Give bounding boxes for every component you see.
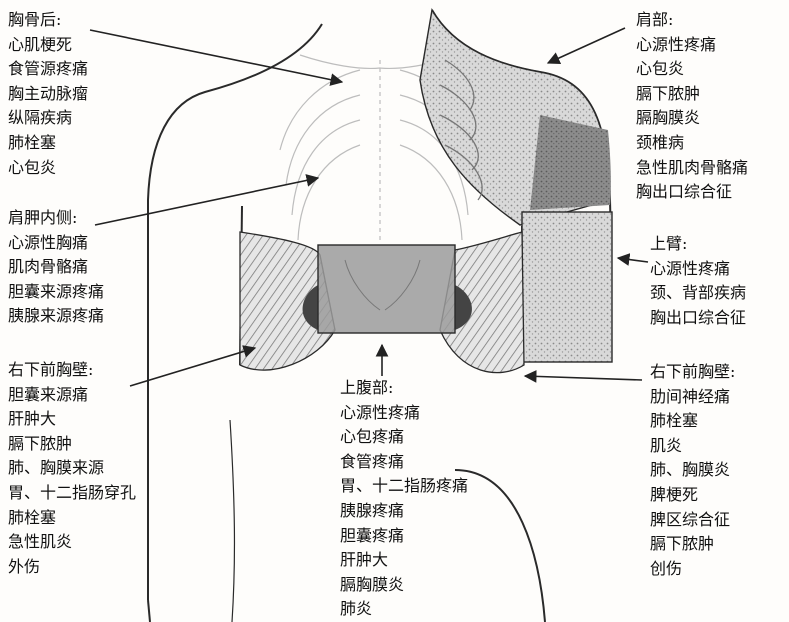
list-item: 肺栓塞 (8, 131, 88, 156)
list-item: 急性肌炎 (8, 530, 136, 555)
medial-scapula-title: 肩胛内侧: (8, 206, 104, 231)
list-item: 肺栓塞 (8, 506, 136, 531)
list-item: 脾区综合征 (650, 508, 735, 533)
list-item: 膈胸膜炎 (340, 573, 468, 598)
list-item: 心源性疼痛 (636, 33, 748, 58)
right-lower-chest-block: 右下前胸壁: 胆囊来源痛 肝肿大 膈下脓肿 肺、胸膜来源 胃、十二指肠穿孔 肺栓… (8, 358, 136, 579)
list-item: 食管疼痛 (340, 450, 468, 475)
upper-arm-block: 上臂: 心源性疼痛 颈、背部疾病 胸出口综合征 (650, 232, 746, 330)
list-item: 膈下脓肿 (650, 532, 735, 557)
shoulder-title: 肩部: (636, 8, 748, 33)
list-item: 创伤 (650, 557, 735, 582)
list-item: 心源性疼痛 (650, 257, 746, 282)
list-item: 肝肿大 (8, 407, 136, 432)
medial-scapula-block: 肩胛内侧: 心源性胸痛 肌肉骨骼痛 胆囊来源疼痛 胰腺来源疼痛 (8, 206, 104, 329)
list-item: 肝肿大 (340, 548, 468, 573)
list-item: 胆囊来源疼痛 (8, 280, 104, 305)
list-item: 胃、十二指肠疼痛 (340, 474, 468, 499)
list-item: 脾梗死 (650, 483, 735, 508)
list-item: 胆囊疼痛 (340, 524, 468, 549)
list-item: 心包疼痛 (340, 425, 468, 450)
shoulder-shading (420, 10, 611, 225)
list-item: 胸出口综合征 (636, 180, 748, 205)
right-lower-chest-title: 右下前胸壁: (8, 358, 136, 383)
retrosternal-title: 胸骨后: (8, 8, 88, 33)
list-item: 胰腺疼痛 (340, 499, 468, 524)
list-item: 急性肌肉骨骼痛 (636, 156, 748, 181)
list-item: 颈、背部疾病 (650, 281, 746, 306)
shoulder-block: 肩部: 心源性疼痛 心包炎 膈下脓肿 膈胸膜炎 颈椎病 急性肌肉骨骼痛 胸出口综… (636, 8, 748, 205)
list-item: 肺栓塞 (650, 409, 735, 434)
left-lower-chest-title: 右下前胸壁: (650, 360, 735, 385)
list-item: 肌肉骨骼痛 (8, 255, 104, 280)
epigastric-title: 上腹部: (340, 376, 468, 401)
list-item: 心包炎 (8, 156, 88, 181)
retrosternal-block: 胸骨后: 心肌梗死 食管源疼痛 胸主动脉瘤 纵隔疾病 肺栓塞 心包炎 (8, 8, 88, 180)
upper-arm-title: 上臂: (650, 232, 746, 257)
list-item: 胸出口综合征 (650, 306, 746, 331)
list-item: 胆囊来源痛 (8, 383, 136, 408)
list-item: 膈下脓肿 (636, 82, 748, 107)
list-item: 肋间神经痛 (650, 385, 735, 410)
list-item: 肌炎 (650, 434, 735, 459)
list-item: 胸主动脉瘤 (8, 82, 88, 107)
list-item: 胃、十二指肠穿孔 (8, 481, 136, 506)
list-item: 心包炎 (636, 57, 748, 82)
list-item: 膈胸膜炎 (636, 106, 748, 131)
list-item: 胰腺来源疼痛 (8, 304, 104, 329)
list-item: 肺、胸膜来源 (8, 456, 136, 481)
list-item: 颈椎病 (636, 131, 748, 156)
list-item: 膈下脓肿 (8, 432, 136, 457)
epigastric-box (318, 245, 455, 333)
list-item: 心源性疼痛 (340, 401, 468, 426)
list-item: 心源性胸痛 (8, 231, 104, 256)
list-item: 外伤 (8, 555, 136, 580)
left-lower-chest-block: 右下前胸壁: 肋间神经痛 肺栓塞 肌炎 肺、胸膜炎 脾梗死 脾区综合征 膈下脓肿… (650, 360, 735, 581)
list-item: 纵隔疾病 (8, 106, 88, 131)
list-item: 心肌梗死 (8, 33, 88, 58)
upper-arm-shading (522, 212, 612, 362)
list-item: 食管源疼痛 (8, 57, 88, 82)
list-item: 肺、胸膜炎 (650, 458, 735, 483)
list-item: 肺炎 (340, 597, 468, 622)
epigastric-block: 上腹部: 心源性疼痛 心包疼痛 食管疼痛 胃、十二指肠疼痛 胰腺疼痛 胆囊疼痛 … (340, 376, 468, 622)
